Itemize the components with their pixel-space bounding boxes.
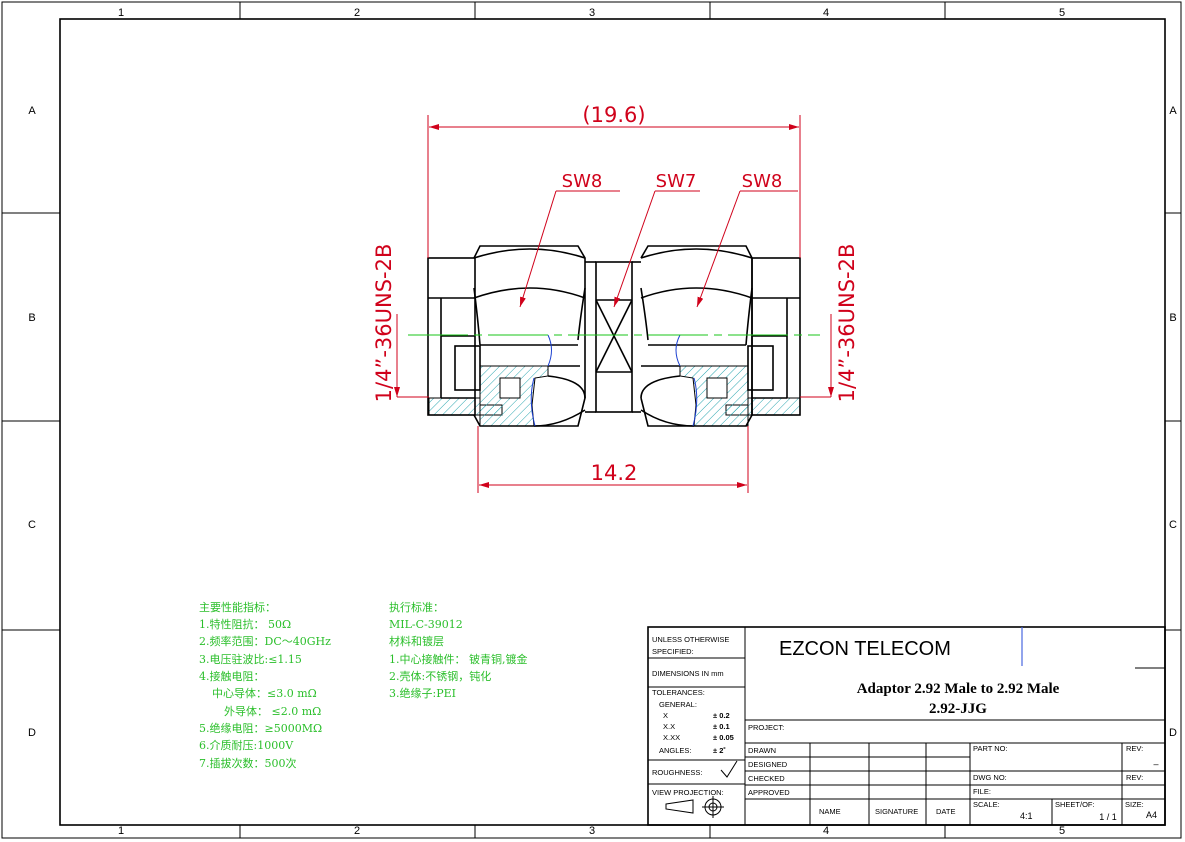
tb-roughness: ROUGHNESS: [652, 768, 702, 777]
tb-signature: SIGNATURE [875, 807, 918, 816]
zone-col-2-bottom: 2 [354, 825, 360, 837]
standard-line: 1.中心接触件： 铍青铜,镀金 [389, 652, 528, 666]
left-coupling [427, 245, 586, 427]
tb-file: FILE: [973, 787, 991, 796]
tb-approved: APPROVED [748, 788, 790, 797]
title-block-text: UNLESS OTHERWISE SPECIFIED: DIMENSIONS I… [652, 635, 1159, 822]
spec-title: 主要性能指标： [199, 600, 276, 614]
tb-dimensions: DIMENSIONS IN mm [652, 669, 724, 678]
tb-tol-x: X [663, 711, 668, 720]
thread-left-label: 1/4”-36UNS-2B [372, 244, 396, 403]
tb-dwg-no: DWG NO: [973, 773, 1007, 782]
standard-line: 材料和镀层 [389, 634, 444, 648]
projection-symbol [665, 796, 724, 818]
middle-hex [585, 261, 641, 413]
insulator-edges [530, 334, 698, 427]
tb-drawn: DRAWN [748, 746, 776, 755]
tb-part-no: PART NO: [973, 744, 1008, 753]
zone-col-5-bottom: 5 [1059, 825, 1065, 837]
tb-size: SIZE: [1125, 800, 1144, 809]
thread-right-label: 1/4”-36UNS-2B [835, 244, 859, 403]
standard-title: 执行标准： [389, 600, 444, 614]
zone-col-1-top: 1 [118, 7, 124, 19]
tb-size-value: A4 [1146, 810, 1157, 820]
wrench-left-label: SW8 [562, 171, 603, 192]
tb-scale: SCALE: [973, 800, 1000, 809]
spec-line: 6.介质耐压:1000V [199, 739, 294, 752]
spec-line: 1.特性阻抗： 50Ω [199, 617, 291, 631]
drawing-subtitle: 2.92-JJG [929, 701, 987, 717]
tb-unless: UNLESS OTHERWISE [652, 635, 729, 644]
tb-tol-xx-val: ± 0.1 [713, 722, 730, 731]
tb-angles-val: ± 2˚ [713, 746, 726, 755]
right-coupling [640, 245, 801, 427]
overall-length-label: (19.6) [582, 103, 645, 127]
zone-row-a-right: A [1169, 105, 1177, 117]
tb-rev-label-2: REV: [1126, 773, 1143, 782]
zone-col-2-top: 2 [354, 7, 360, 19]
zone-row-d-right: D [1169, 727, 1177, 739]
standard-line: 3.绝缘子:PEI [389, 686, 456, 700]
spec-line: 4.接触电阻： [199, 669, 265, 683]
zone-labels: 1 2 3 4 5 1 2 3 4 5 A B C D A B C D [28, 7, 1177, 837]
wrench-right-label: SW8 [742, 171, 783, 192]
zone-row-b-right: B [1169, 312, 1176, 324]
tb-designed: DESIGNED [748, 760, 788, 769]
tb-angles: ANGLES: [659, 746, 692, 755]
spec-line: 中心导体：≤3.0 mΩ [212, 686, 317, 700]
tb-date: DATE [936, 807, 955, 816]
tb-tolerances: TOLERANCES: [652, 688, 705, 697]
wrench-middle-label: SW7 [656, 171, 697, 192]
tb-project: PROJECT: [748, 723, 784, 732]
tb-name: NAME [819, 807, 841, 816]
spec-line: 3.电压驻波比:≤1.15 [199, 652, 302, 666]
tb-specified: SPECIFIED: [652, 647, 694, 656]
dimensions [394, 115, 834, 493]
spec-line: 外导体： ≤2.0 mΩ [224, 704, 321, 718]
zone-col-5-top: 5 [1059, 7, 1065, 19]
standard-line: MIL-C-39012 [389, 618, 463, 631]
zone-row-c-right: C [1169, 519, 1177, 531]
zone-row-d-left: D [28, 727, 36, 739]
tb-checked: CHECKED [748, 774, 785, 783]
tb-tol-xx: X.X [663, 722, 675, 731]
zone-col-4-top: 4 [823, 7, 829, 19]
zone-row-a-left: A [28, 105, 36, 117]
zone-col-3-top: 3 [589, 7, 595, 19]
zone-row-c-left: C [28, 519, 36, 531]
zone-col-4-bottom: 4 [823, 825, 829, 837]
standard-notes: 执行标准： MIL-C-39012 材料和镀层 1.中心接触件： 铍青铜,镀金 … [389, 600, 528, 700]
hatched-sections [428, 365, 801, 427]
company-name: EZCON TELECOM [779, 638, 951, 660]
spec-line: 7.插拔次数：500次 [199, 756, 297, 770]
tb-sheet-value: 1 / 1 [1099, 812, 1117, 822]
drawing-title: Adaptor 2.92 Male to 2.92 Male [857, 681, 1060, 697]
spec-line: 5.绝缘电阻：≥5000MΩ [199, 721, 322, 735]
tb-general: GENERAL: [659, 700, 697, 709]
zone-col-3-bottom: 3 [589, 825, 595, 837]
roughness-symbol [720, 760, 738, 778]
tb-tol-x-val: ± 0.2 [713, 711, 730, 720]
zone-col-1-bottom: 1 [118, 825, 124, 837]
title-block [647, 626, 1166, 826]
tb-rev-value: – [1153, 759, 1158, 769]
tb-scale-value: 4:1 [1020, 811, 1033, 821]
tb-view-projection: VIEW PROJECTION: [652, 788, 724, 797]
spec-line: 2.频率范围：DC～40GHz [199, 634, 331, 648]
tb-tol-xxx: X.XX [663, 733, 680, 742]
tb-rev-label: REV: [1126, 744, 1143, 753]
standard-line: 2.壳体:不锈钢，钝化 [389, 669, 491, 683]
zone-row-b-left: B [28, 312, 35, 324]
connector-drawing [408, 245, 820, 427]
spec-notes: 主要性能指标： 1.特性阻抗： 50Ω 2.频率范围：DC～40GHz 3.电压… [199, 600, 331, 770]
tb-tol-xxx-val: ± 0.05 [713, 733, 734, 742]
body-length-label: 14.2 [591, 461, 638, 485]
tb-sheet-of: SHEET/OF: [1055, 800, 1095, 809]
